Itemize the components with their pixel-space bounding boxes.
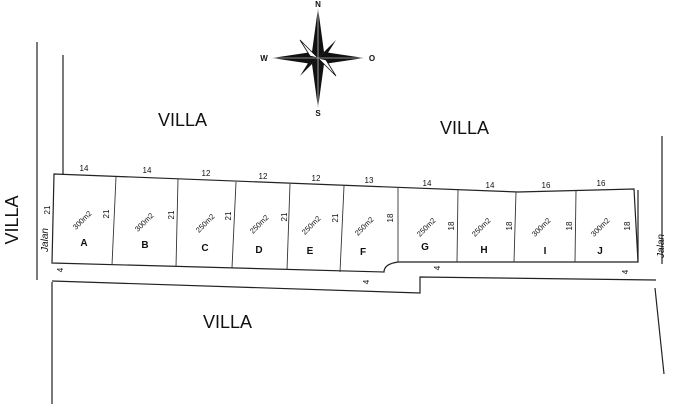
- compass-east: O: [369, 54, 375, 63]
- compass-rose-icon: [272, 8, 364, 108]
- lot-dividers: [111, 176, 577, 273]
- lot-h-depth: 18: [505, 221, 514, 230]
- lot-i-width: 16: [542, 181, 551, 190]
- lot-h-width: 14: [486, 181, 495, 190]
- lot-j-width: 16: [597, 179, 606, 188]
- lot-c-width: 12: [202, 169, 211, 178]
- area-villa-left: VILLA: [2, 195, 22, 244]
- area-villa-top-right: VILLA: [440, 118, 489, 138]
- lot-f-width: 13: [365, 176, 374, 185]
- lot-a-left-depth: 21: [43, 205, 52, 214]
- lot-i-size: 300m2: [530, 216, 553, 239]
- road-name-right: Jalan: [656, 234, 667, 259]
- lot-a-width: 14: [80, 164, 89, 173]
- lot-e-depth: 21: [331, 213, 340, 222]
- lot-b-size: 300m2: [133, 211, 156, 234]
- lot-d-label: D: [255, 245, 262, 256]
- area-villa-top-left: VILLA: [158, 110, 207, 130]
- lot-g-width: 14: [423, 179, 432, 188]
- lot-a-size: 300m2: [71, 209, 94, 232]
- lot-j-depth: 18: [623, 221, 632, 230]
- lot-g-size: 250m2: [415, 216, 438, 239]
- lot-c-size: 250m2: [194, 212, 217, 235]
- lot-c-label: C: [201, 243, 208, 254]
- lot-d-depth: 21: [280, 212, 289, 221]
- lot-f-size: 250m2: [353, 215, 376, 238]
- lot-e-label: E: [307, 246, 314, 257]
- lot-j-label: J: [597, 246, 603, 257]
- compass-south: S: [315, 109, 321, 118]
- compass-north: N: [315, 0, 321, 9]
- lot-g-depth: 18: [447, 221, 456, 230]
- lot-i-depth: 18: [565, 221, 574, 230]
- lot-a-depth: 21: [102, 209, 111, 218]
- lots-outline: [51, 173, 639, 273]
- lot-b-width: 14: [143, 166, 152, 175]
- lot-d-width: 12: [259, 172, 268, 181]
- lot-g-label: G: [421, 242, 429, 253]
- lot-h-size: 250m2: [470, 216, 493, 239]
- road-width-mid2: 4: [433, 265, 442, 270]
- street-boundary: [51, 276, 657, 294]
- lot-d-size: 250m2: [248, 213, 271, 236]
- lot-e-width: 12: [312, 174, 321, 183]
- lot-b-label: B: [141, 240, 148, 251]
- lot-f-label: F: [360, 247, 366, 258]
- lot-h-label: H: [480, 245, 487, 256]
- lot-a-label: A: [80, 238, 87, 249]
- road-width-right: 4: [621, 269, 630, 274]
- area-villa-bottom: VILLA: [203, 312, 252, 332]
- lot-f-depth: 18: [386, 213, 395, 222]
- road-name-left: Jalan: [40, 228, 51, 253]
- lot-j-size: 300m2: [589, 216, 612, 239]
- lot-i-label: I: [544, 246, 547, 257]
- road-width-mid: 4: [362, 279, 371, 284]
- compass-west: W: [260, 54, 268, 63]
- lot-e-size: 250m2: [300, 214, 323, 237]
- lot-b-depth: 21: [167, 210, 176, 219]
- road-width-left: 4: [56, 267, 65, 272]
- road-right-lower-line: [654, 287, 665, 375]
- lot-c-depth: 21: [224, 211, 233, 220]
